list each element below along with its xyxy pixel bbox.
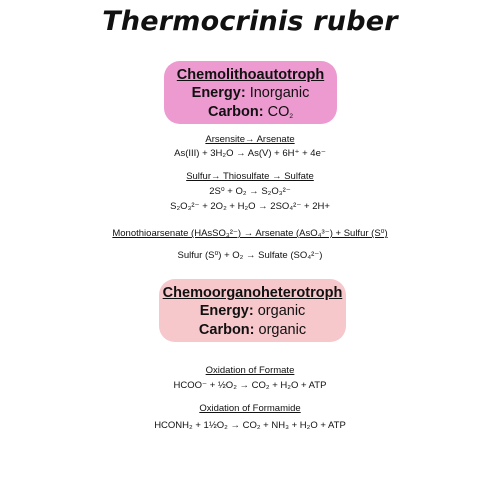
carbon-label: Carbon: (208, 104, 264, 120)
formate-equation: HCOO⁻ + ½O₂ → CO₂ + H₂O + ATP (173, 380, 327, 391)
page-title: Thermocrinis ruber (102, 6, 398, 37)
energy-label: Energy: (191, 85, 246, 101)
formamide-heading: Oxidation of Formamide (199, 403, 301, 414)
energy-label: Energy: (199, 303, 254, 319)
chemolithoautotroph-box: Chemolithoautotroph Energy: Inorganic Ca… (164, 61, 337, 124)
chemoorgano-energy-line: Energy: organic (159, 302, 346, 321)
carbon-value: organic (258, 322, 307, 338)
carbon-subscript: 2 (289, 113, 293, 120)
sulfur-heading: Sulfur→ Thiosulfate → Sulfate (186, 171, 314, 182)
energy-value: Inorganic (249, 85, 310, 101)
chemolitho-carbon-line: Carbon: CO2 (164, 103, 337, 122)
chemolithoautotroph-title: Chemolithoautotroph (176, 67, 325, 83)
sulfur-equation-2: S₂O₃²⁻ + 2O₂ + H₂O → 2SO₄²⁻ + 2H+ (170, 201, 330, 212)
carbon-value: CO (267, 104, 290, 120)
energy-value: organic (257, 303, 306, 319)
formamide-equation: HCONH₂ + 1½O₂ → CO₂ + NH₃ + H₂O + ATP (154, 420, 346, 431)
sulfur-equation-1: 2S⁰ + O₂ → S₂O₃²⁻ (209, 186, 291, 197)
arsenite-heading: Arsensite→ Arsenate (205, 134, 295, 145)
chemoorgano-carbon-line: Carbon: organic (159, 321, 346, 340)
monothioarsenate-heading: Monothioarsenate (HAsSO₃²⁻) → Arsenate (… (112, 228, 388, 239)
arsenite-equation: As(III) + 3H₂O → As(V) + 6H⁺ + 4e⁻ (174, 148, 326, 159)
formate-heading: Oxidation of Formate (205, 365, 295, 376)
chemolitho-energy-line: Energy: Inorganic (164, 84, 337, 103)
sulfur-oxidation-equation: Sulfur (S⁰) + O₂ → Sulfate (SO₄²⁻) (177, 250, 323, 261)
chemoorganoheterotroph-title: Chemoorganoheterotroph (162, 285, 343, 301)
carbon-label: Carbon: (198, 322, 255, 338)
chemoorganoheterotroph-box: Chemoorganoheterotroph Energy: organic C… (159, 279, 346, 342)
